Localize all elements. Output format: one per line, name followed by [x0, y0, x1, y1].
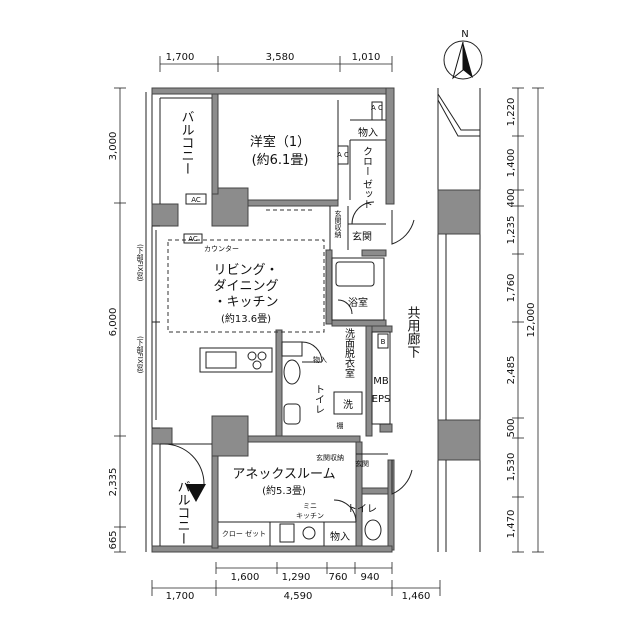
dim-right-2: 1,400	[506, 149, 517, 178]
label-annex-toilet: トイレ	[347, 504, 377, 515]
dim-bottom-outer-3: 1,460	[402, 591, 431, 602]
label-window-left-1: (下部FIX窓)	[136, 244, 144, 282]
dim-left-4: 665	[108, 530, 119, 549]
label-entrance-storage: 玄関収納	[334, 209, 342, 239]
dim-left-3: 2,335	[108, 468, 119, 497]
dim-bottom-outer-2: 4,590	[284, 591, 313, 602]
dim-bottom-inner-2: 1,290	[282, 572, 311, 583]
dim-left-2: 6,000	[108, 308, 119, 337]
dim-right-9: 1,470	[506, 510, 517, 539]
ac-label-balcony: AC	[191, 196, 201, 204]
label-balcony-bottom: バルコニー	[175, 480, 191, 545]
dim-left-1: 3,000	[108, 132, 119, 161]
label-ldk-size: (約13.6畳)	[221, 312, 271, 325]
label-western-room-size: (約6.1畳)	[252, 153, 309, 168]
dim-bottom-inner-1: 1,600	[231, 572, 260, 583]
dimension-right: 1,220 1,400 400 1,235 1,760 2,485 500 1,…	[506, 87, 544, 553]
label-ldk-line3: ・キッチン	[213, 295, 278, 310]
label-mb: MB	[373, 376, 389, 387]
label-annex-storage: 物入	[330, 530, 350, 543]
label-bathroom: 浴室	[348, 296, 368, 309]
ldk-area-outline	[167, 239, 325, 333]
label-annex-closet: クロー ゼット	[222, 529, 266, 538]
ac-label-closet: A C	[337, 151, 349, 159]
label-balcony-top: バルコニー	[179, 110, 195, 175]
dim-right-6: 2,485	[506, 356, 517, 385]
label-storage-mid: 物入	[313, 355, 327, 364]
doors	[163, 201, 415, 523]
walls	[145, 87, 395, 553]
label-ldk-line1: リビング・	[213, 263, 278, 278]
dimension-bottom: 1,600 1,290 760 940 1,700 4,590 1,460	[151, 562, 441, 602]
label-annex-size: (約5.3畳)	[262, 484, 306, 497]
label-closet-top: クロー ゼット	[361, 146, 373, 209]
label-entrance: 玄関	[352, 230, 372, 243]
label-annex-entrance-storage: 玄関収納	[316, 453, 344, 462]
dimension-top: 1,700 3,580 1,010	[159, 52, 393, 72]
ac-label-storage: A C	[371, 104, 383, 112]
dimension-left: 3,000 6,000 2,335 665	[108, 87, 126, 553]
label-corridor: 共用廊下	[405, 306, 421, 358]
dim-top-3: 1,010	[352, 52, 381, 63]
label-western-room: 洋室（1）	[250, 134, 310, 150]
label-wash: 洗	[343, 399, 353, 411]
corridor-structure	[437, 88, 481, 552]
dim-right-4: 1,235	[506, 216, 517, 245]
dim-top-1: 1,700	[166, 52, 195, 63]
bath-b-label: B	[381, 338, 386, 346]
ac-label-ldk: AC	[188, 235, 198, 243]
label-counter: カウンター	[204, 244, 239, 253]
dim-right-1: 1,220	[506, 98, 517, 127]
dim-right-8: 1,530	[506, 453, 517, 482]
dim-top-2: 3,580	[266, 52, 295, 63]
label-storage-top: 物入	[358, 126, 378, 139]
label-shelf: 棚	[337, 421, 344, 430]
label-window-left-2: (下部FIX窓)	[136, 336, 144, 374]
label-ldk-line2: ダイニング	[213, 279, 278, 294]
entry-triangle-icon	[186, 484, 206, 502]
label-eps: EPS	[372, 394, 391, 405]
label-mini-kitchen-1: ミニ	[303, 502, 317, 510]
compass-label: N	[461, 29, 468, 40]
dim-bottom-inner-4: 940	[360, 572, 379, 583]
dim-bottom-outer-1: 1,700	[166, 591, 195, 602]
label-annex-entrance: 玄関	[355, 459, 369, 468]
dim-right-5: 1,760	[506, 274, 517, 303]
compass-north: N	[443, 29, 483, 80]
dim-right-total: 12,000	[526, 303, 537, 338]
dim-bottom-inner-3: 760	[328, 572, 347, 583]
dim-right-3: 400	[506, 188, 517, 207]
dim-right-7: 500	[506, 418, 517, 437]
label-annex: アネックスルーム	[232, 467, 335, 482]
label-mini-kitchen-2: キッチン	[296, 512, 324, 520]
label-toilet: トイレ	[313, 384, 325, 414]
label-washroom: 洗面脱衣室	[343, 328, 355, 378]
